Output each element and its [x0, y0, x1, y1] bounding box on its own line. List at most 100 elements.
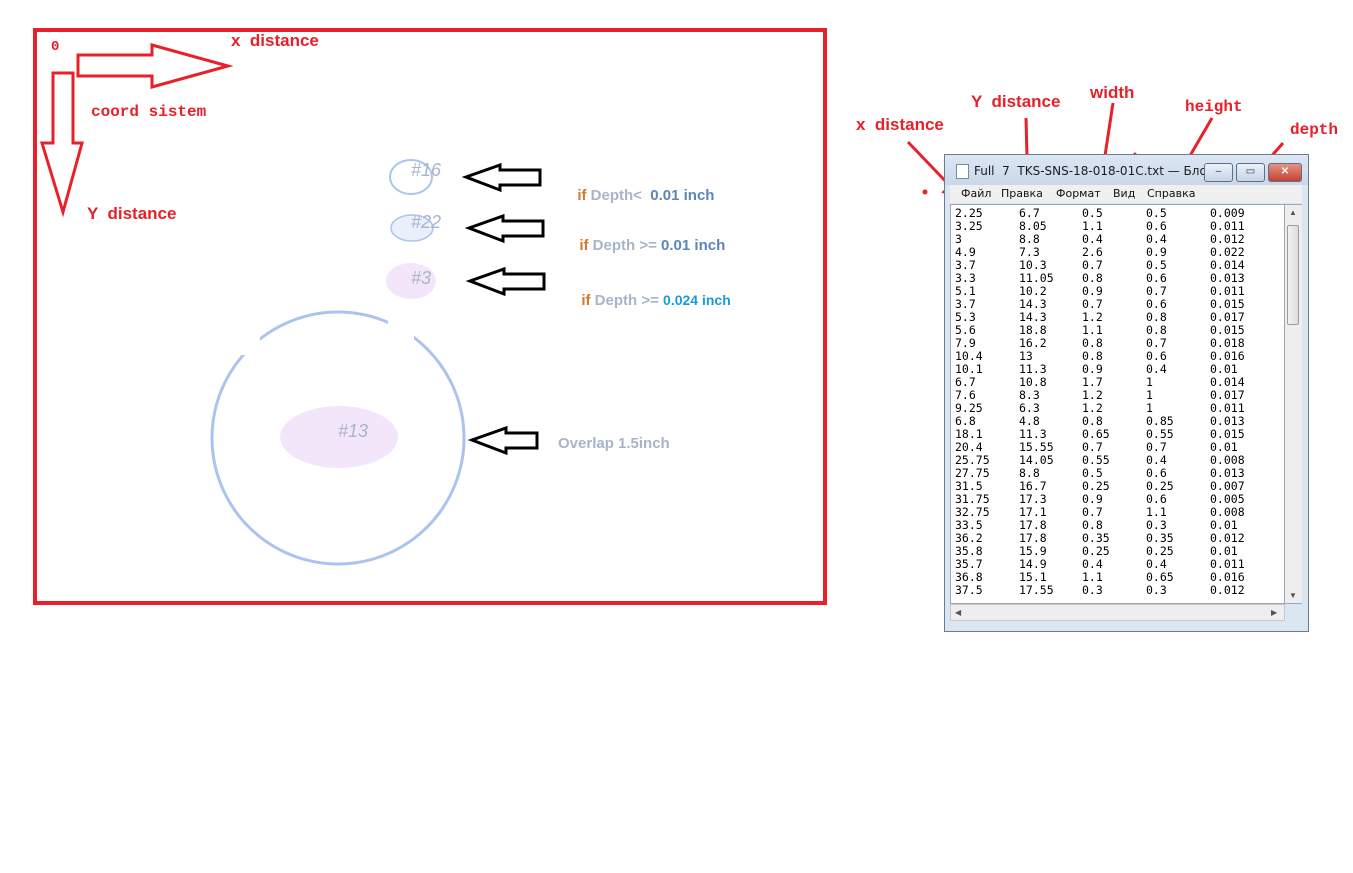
menu-help[interactable]: Справка: [1147, 187, 1196, 200]
sample-16-ellipse: [389, 159, 433, 195]
text-line-value: 2.25: [955, 206, 983, 220]
sample-13-ellipse: [280, 406, 398, 468]
text-line-value: 0.7: [1082, 440, 1103, 454]
text-line-value: 0.8: [1082, 414, 1103, 428]
text-line-value: 0.011: [1210, 284, 1245, 298]
text-line-value: 0.3: [1082, 583, 1103, 597]
text-line-value: 0.007: [1210, 479, 1245, 493]
text-line-value: 10.2: [1019, 284, 1047, 298]
annotation-y-distance: Y distance: [971, 92, 1061, 111]
vertical-scroll-thumb[interactable]: [1287, 225, 1299, 325]
text-line-value: 25.75: [955, 453, 990, 467]
text-line-value: 3.3: [955, 271, 976, 285]
x-axis-label: x distance: [231, 31, 319, 50]
scroll-down-icon[interactable]: ▼: [1289, 591, 1297, 600]
text-line-value: 0.017: [1210, 388, 1245, 402]
menu-file[interactable]: Файл: [961, 187, 992, 200]
text-line-value: 1: [1146, 375, 1153, 389]
text-line-value: 8.8: [1019, 232, 1040, 246]
menu-view[interactable]: Вид: [1113, 187, 1136, 200]
legend-value: 0.01 inch: [646, 187, 715, 204]
sample-16-label: #16: [411, 160, 442, 180]
text-line-value: 1.2: [1082, 401, 1103, 415]
text-line-value: 10.1: [955, 362, 983, 376]
coord-system-label: coord sistem: [91, 103, 207, 121]
text-line-value: 0.6: [1146, 271, 1167, 285]
legend-depth: Depth<: [586, 187, 647, 204]
text-line-value: 14.3: [1019, 297, 1047, 311]
text-line-value: 0.022: [1210, 245, 1245, 259]
text-line-value: 35.8: [955, 544, 983, 558]
text-line-value: 0.65: [1082, 427, 1110, 441]
text-line-value: 0.012: [1210, 531, 1245, 545]
text-line-value: 0.8: [1082, 349, 1103, 363]
text-line-value: 1: [1146, 388, 1153, 402]
scroll-right-icon[interactable]: ▶: [1271, 608, 1278, 617]
text-line-value: 5.6: [955, 323, 976, 337]
text-line-value: 0.9: [1146, 245, 1167, 259]
sample-13-label: #13: [338, 421, 369, 441]
text-line-value: 0.9: [1082, 492, 1103, 506]
scroll-left-icon[interactable]: ◀: [955, 608, 962, 617]
horizontal-scrollbar[interactable]: ◀ ▶: [950, 604, 1285, 621]
y-axis-label: Y distance: [87, 204, 177, 223]
text-line-value: 0.55: [1146, 427, 1174, 441]
text-line-value: 8.3: [1019, 388, 1040, 402]
menu-edit[interactable]: Правка: [1001, 187, 1043, 200]
vertical-scrollbar[interactable]: ▲ ▼: [1285, 204, 1302, 604]
maximize-button[interactable]: ▭: [1236, 163, 1265, 182]
text-line-value: 11.05: [1019, 271, 1054, 285]
text-line-value: 11.3: [1019, 362, 1047, 376]
text-line-value: 27.75: [955, 466, 990, 480]
text-line-value: 0.25: [1146, 479, 1174, 493]
text-line-value: 0.4: [1146, 362, 1167, 376]
notepad-titlebar[interactable]: Full 7 TKS-SNS-18-018-01C.txt — Блок... …: [945, 155, 1308, 185]
text-line-value: 9.25: [955, 401, 983, 415]
text-line-value: 0.4: [1082, 232, 1103, 246]
text-line-value: 0.9: [1082, 362, 1103, 376]
text-line-value: 35.7: [955, 557, 983, 571]
text-line-value: 0.8: [1146, 310, 1167, 324]
text-line-value: 0.016: [1210, 349, 1245, 363]
text-line-value: 0.008: [1210, 453, 1245, 467]
scroll-up-icon[interactable]: ▲: [1289, 208, 1297, 217]
text-line-value: 0.35: [1082, 531, 1110, 545]
text-line-value: 0.6: [1146, 219, 1167, 233]
text-line-value: 15.55: [1019, 440, 1054, 454]
text-line-value: 0.4: [1146, 453, 1167, 467]
menu-format[interactable]: Формат: [1056, 187, 1101, 200]
text-line-value: 0.01: [1210, 518, 1238, 532]
text-line-value: 0.4: [1146, 557, 1167, 571]
text-line-value: 0.85: [1146, 414, 1174, 428]
sample-3-ellipse: [386, 263, 436, 299]
text-line-value: 18.1: [955, 427, 983, 441]
text-line-value: 31.5: [955, 479, 983, 493]
text-line-value: 15.9: [1019, 544, 1047, 558]
text-line-value: 7.9: [955, 336, 976, 350]
text-line-value: 0.3: [1146, 518, 1167, 532]
text-line-value: 0.7: [1146, 284, 1167, 298]
legend-row-3: if Depth >= 0.024 inch: [573, 275, 730, 309]
text-line-value: 2.6: [1082, 245, 1103, 259]
annotation-width: width: [1090, 83, 1135, 102]
text-line-value: 0.011: [1210, 219, 1245, 233]
text-line-value: 5.1: [955, 284, 976, 298]
text-line-value: 17.8: [1019, 531, 1047, 545]
minimize-button[interactable]: –: [1204, 163, 1233, 182]
text-line-value: 0.3: [1146, 583, 1167, 597]
sample-22-label: #22: [411, 212, 442, 232]
text-line-value: 36.8: [955, 570, 983, 584]
text-line-value: 0.25: [1146, 544, 1174, 558]
text-line-value: 0.6: [1146, 466, 1167, 480]
text-line-value: 14.3: [1019, 310, 1047, 324]
text-line-value: 5.3: [955, 310, 976, 324]
text-line-value: 0.55: [1082, 453, 1110, 467]
text-line-value: 0.005: [1210, 492, 1245, 506]
text-line-value: 32.75: [955, 505, 990, 519]
notepad-window: Full 7 TKS-SNS-18-018-01C.txt — Блок... …: [944, 154, 1309, 632]
text-line-value: 0.4: [1146, 232, 1167, 246]
text-line-value: 4.9: [955, 245, 976, 259]
text-line-value: 0.014: [1210, 258, 1245, 272]
close-button[interactable]: ✕: [1268, 163, 1302, 182]
